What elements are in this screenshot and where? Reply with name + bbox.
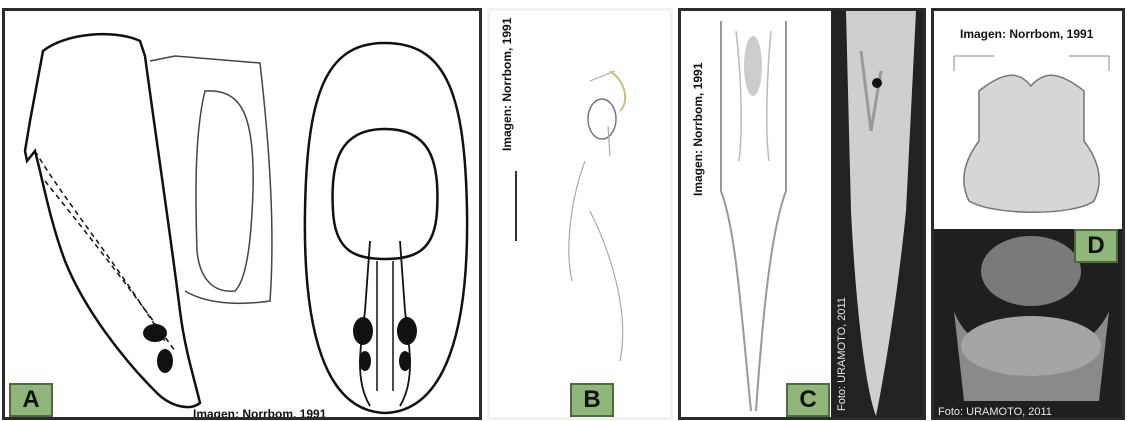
panel-c-drawing	[681, 11, 926, 420]
panel-b-credit: Imagen: Norrbom, 1991	[500, 18, 514, 151]
panel-a-credit: Imagen: Norrbom, 1991	[193, 407, 326, 420]
panel-d-label: D	[1074, 229, 1118, 263]
panel-a-label: A	[9, 383, 53, 417]
panel-d: Imagen: Norrbom, 1991 D Foto: URAMOTO, 2…	[931, 8, 1125, 420]
panel-c-label: C	[786, 383, 830, 417]
panel-a-drawing	[5, 11, 482, 420]
panel-a: A Imagen: Norrbom, 1991	[2, 8, 482, 420]
panel-c: Imagen: Norrbom, 1991 C Foto: URAMOTO, 2…	[678, 8, 926, 420]
panel-c-photo-credit: Foto: URAMOTO, 2011	[836, 297, 848, 411]
panel-b-drawing	[490, 11, 673, 420]
panel-d-credit: Imagen: Norrbom, 1991	[960, 27, 1093, 41]
panel-b-label: B	[570, 383, 614, 417]
panel-c-credit: Imagen: Norrbom, 1991	[691, 63, 705, 196]
panel-d-photo-credit: Foto: URAMOTO, 2011	[938, 406, 1052, 418]
panel-d-drawing	[934, 11, 1125, 420]
panel-b: Imagen: Norrbom, 1991 B	[487, 8, 673, 420]
